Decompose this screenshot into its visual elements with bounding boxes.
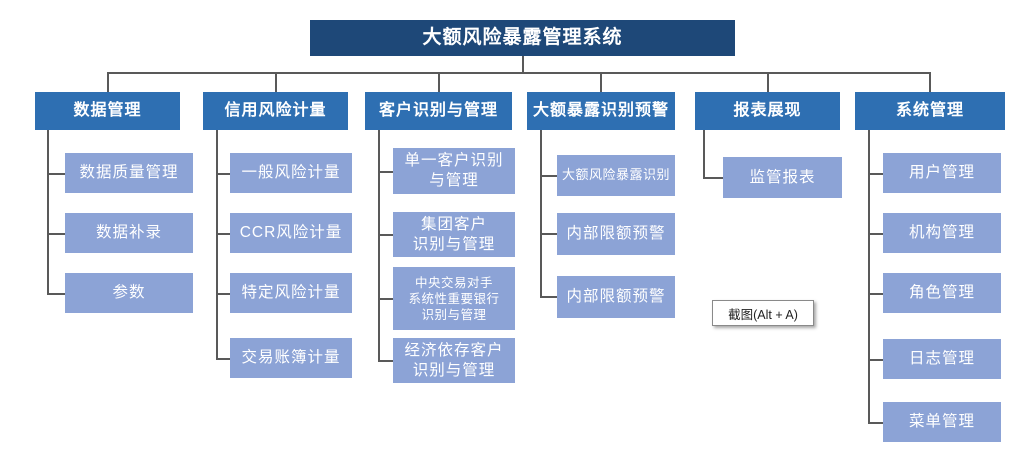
leaf-node-ccp-sib: 中央交易对手 系统性重要银行 识别与管理 xyxy=(393,267,515,330)
leaf-node-trading-book: 交易账簿计量 xyxy=(230,338,352,378)
connector-line xyxy=(216,130,218,358)
leaf-node-ccr-risk: CCR风险计量 xyxy=(230,213,352,253)
branch-header-system-management: 系统管理 xyxy=(855,92,1005,130)
leaf-node-log-management: 日志管理 xyxy=(883,339,1001,379)
connector-line xyxy=(47,130,49,293)
connector-line xyxy=(868,359,883,361)
leaf-node-menu-management: 菜单管理 xyxy=(883,402,1001,442)
connector-line xyxy=(703,177,723,179)
leaf-node-general-risk: 一般风险计量 xyxy=(230,153,352,193)
connector-line xyxy=(216,233,230,235)
connector-line xyxy=(378,234,393,236)
leaf-node-org-management: 机构管理 xyxy=(883,213,1001,253)
connector-line xyxy=(540,233,557,235)
connector-line xyxy=(540,296,557,298)
connector-line xyxy=(47,173,65,175)
connector-line xyxy=(703,130,705,177)
branch-header-data-management: 数据管理 xyxy=(35,92,180,130)
connector-line xyxy=(378,360,393,362)
connector-line xyxy=(868,130,870,422)
connector-line xyxy=(47,233,65,235)
connector-line xyxy=(600,72,602,92)
leaf-node-role-management: 角色管理 xyxy=(883,273,1001,313)
branch-header-credit-risk-measurement: 信用风险计量 xyxy=(203,92,348,130)
connector-line xyxy=(522,56,524,72)
branch-header-customer-identification: 客户识别与管理 xyxy=(365,92,512,130)
root-node: 大额风险暴露管理系统 xyxy=(310,20,735,56)
connector-line xyxy=(767,72,769,92)
leaf-node-specific-risk: 特定风险计量 xyxy=(230,273,352,313)
leaf-node-group-customer: 集团客户 识别与管理 xyxy=(393,212,515,257)
branch-header-report-display: 报表展现 xyxy=(695,92,840,130)
leaf-node-large-exposure-identification: 大额风险暴露识别 xyxy=(557,155,675,196)
leaf-node-data-quality-management: 数据质量管理 xyxy=(65,153,193,193)
connector-line xyxy=(107,72,109,92)
connector-line xyxy=(216,173,230,175)
connector-line xyxy=(216,358,230,360)
leaf-node-data-supplement: 数据补录 xyxy=(65,213,193,253)
connector-line xyxy=(378,171,393,173)
screenshot-tooltip: 截图(Alt + A) xyxy=(712,300,814,326)
connector-line xyxy=(378,298,393,300)
connector-line xyxy=(929,72,931,92)
connector-line xyxy=(216,293,230,295)
connector-line xyxy=(540,175,557,177)
leaf-node-regulatory-report: 监管报表 xyxy=(723,157,842,198)
connector-line xyxy=(438,72,440,92)
leaf-node-parameters: 参数 xyxy=(65,273,193,313)
connector-line xyxy=(868,422,883,424)
connector-line xyxy=(868,233,883,235)
connector-line xyxy=(275,72,277,92)
leaf-node-internal-limit-warning-1: 内部限额预警 xyxy=(557,213,675,255)
connector-line xyxy=(540,130,542,296)
connector-line xyxy=(868,173,883,175)
connector-line xyxy=(47,293,65,295)
leaf-node-single-customer: 单一客户识别 与管理 xyxy=(393,148,515,194)
leaf-node-economic-dependence: 经济依存客户 识别与管理 xyxy=(393,338,515,383)
branch-header-large-exposure-warning: 大额暴露识别预警 xyxy=(527,92,675,130)
connector-line xyxy=(378,130,380,360)
leaf-node-user-management: 用户管理 xyxy=(883,153,1001,193)
leaf-node-internal-limit-warning-2: 内部限额预警 xyxy=(557,276,675,318)
connector-line xyxy=(107,72,930,74)
connector-line xyxy=(868,293,883,295)
